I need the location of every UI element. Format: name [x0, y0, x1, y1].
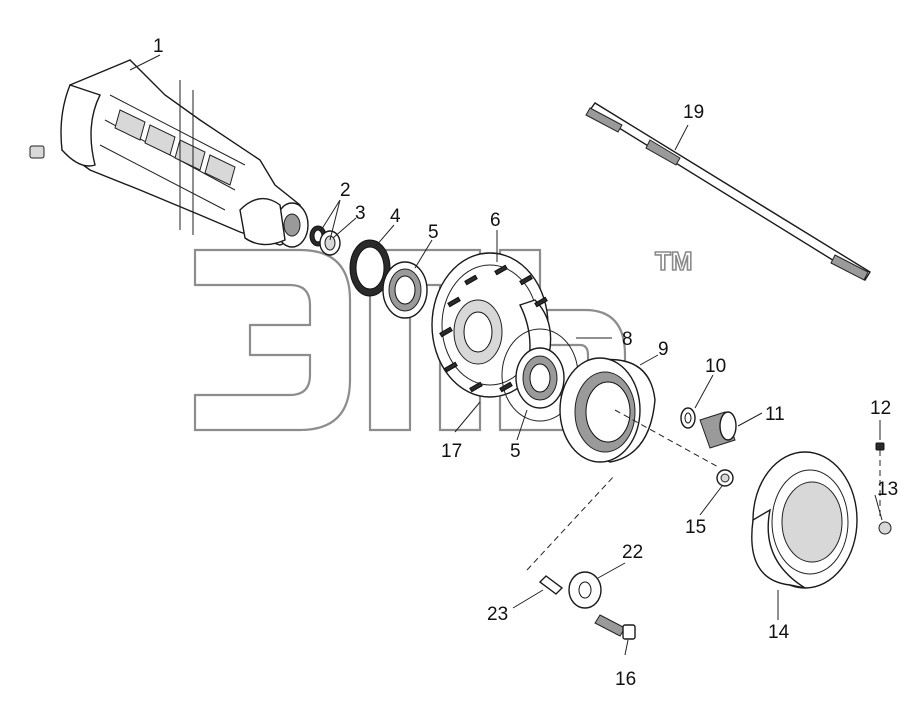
- part-19-half-shaft: [585, 102, 871, 281]
- trademark-mark: TM: [655, 246, 693, 276]
- part-15-bushing: [716, 469, 734, 487]
- callout-10: 10: [705, 356, 726, 377]
- callout-12: 12: [870, 398, 891, 419]
- callout-16: 16: [615, 669, 636, 690]
- part-1-drain-plug: [29, 145, 45, 159]
- leader-lines: [129, 54, 883, 656]
- part-23-pin: [538, 575, 564, 595]
- callout-2: 2: [340, 180, 351, 201]
- callout-17: 17: [441, 441, 462, 462]
- callout-1: 1: [153, 36, 164, 57]
- callout-13: 13: [877, 479, 898, 500]
- callout-14: 14: [768, 622, 790, 643]
- callout-9: 9: [658, 339, 669, 360]
- part-16-bolt: [594, 614, 636, 640]
- part-9-ring-gear: [559, 357, 656, 463]
- callout-15: 15: [685, 517, 706, 538]
- callout-6: 6: [490, 210, 501, 231]
- callout-3: 3: [355, 203, 366, 224]
- part-3-spacer-ring: [319, 230, 341, 256]
- callout-23: 23: [487, 604, 508, 625]
- callout-11: 11: [765, 404, 785, 425]
- part-1-axle-housing: [60, 59, 309, 248]
- part-10-thrust-washer: [680, 407, 696, 429]
- part-13-plug: [878, 521, 892, 535]
- part-22-lock-washer: [568, 571, 602, 609]
- callout-22: 22: [622, 542, 643, 563]
- callout-8: 8: [622, 329, 633, 350]
- part-4-seal: [349, 239, 391, 297]
- part-14-planet-carrier: [751, 451, 858, 589]
- callout-19: 19: [683, 102, 704, 123]
- callout-5-lower: 5: [510, 441, 521, 462]
- part-12-bolt: [875, 442, 885, 451]
- part-5-bearing-inner: [515, 347, 565, 409]
- part-5-bearing-outer: [382, 261, 428, 319]
- callout-4: 4: [390, 206, 401, 227]
- callout-labels: 1 2 3 4 5 6 8 9 10 11 12 13 14 15 16 17 …: [153, 36, 898, 690]
- callout-5-upper: 5: [428, 222, 439, 243]
- part-11-needle-bearing: [699, 411, 737, 449]
